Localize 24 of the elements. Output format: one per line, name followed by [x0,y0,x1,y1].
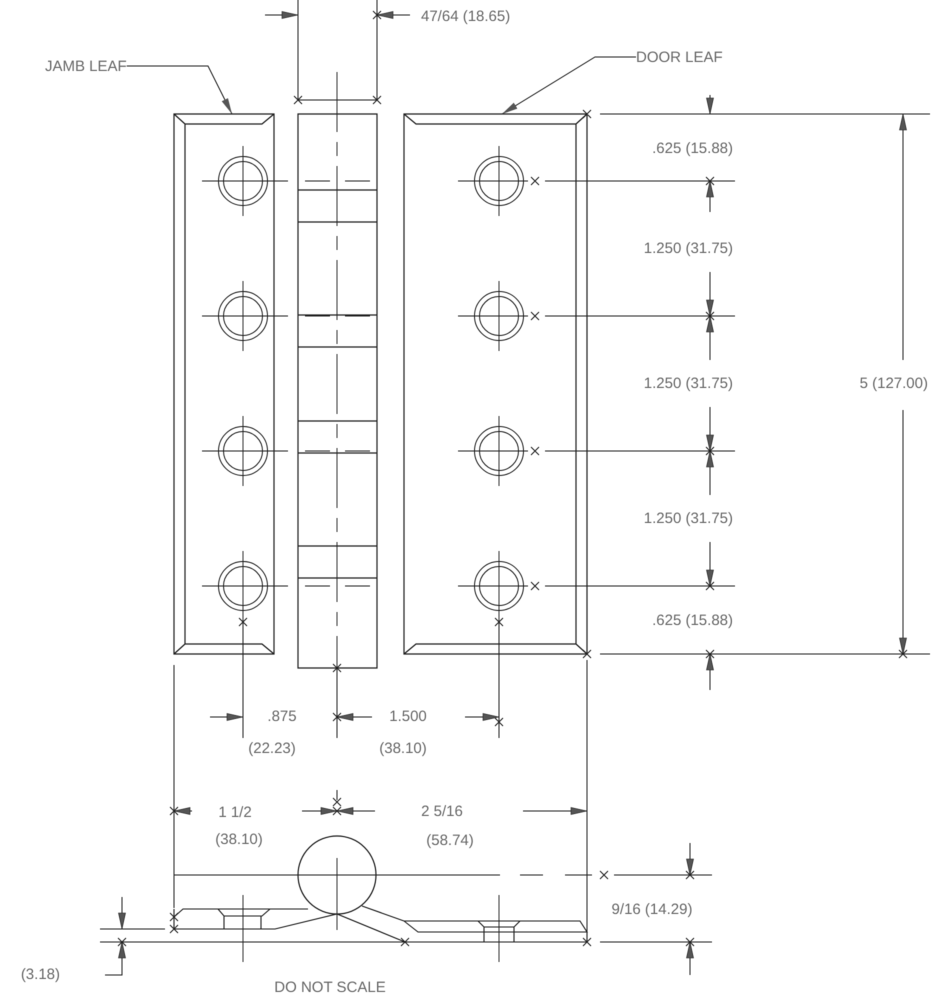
note-text: DO NOT SCALE [274,979,386,997]
part-label: DOOR LEAF [636,49,723,67]
dimension-text: (38.10) [379,740,427,758]
dimension-text: 2 5/16 [421,803,463,821]
dimension-text: 1.500 [389,708,427,726]
dimension-text: 5 (127.00) [860,375,928,393]
dimension-text: (3.18) [20,966,60,984]
dimension-text: 1 1/2 [218,804,252,822]
dimension-text: 1.250 (31.75) [644,510,733,528]
hinge-leaf [403,113,588,655]
hinge-leaf [173,113,275,655]
dimension-text: 1.250 (31.75) [644,375,733,393]
leader-line [126,66,232,114]
dimension-text: 47/64 (18.65) [421,8,510,26]
dimension-text: (22.23) [248,740,296,758]
dimension-text: (58.74) [426,832,474,850]
part-label: JAMB LEAF [45,58,127,76]
dimension-text: .625 (15.88) [652,612,733,630]
leader-line [502,56,636,114]
dimension-text: 9/16 (14.29) [612,901,692,919]
dimension-text: 1.250 (31.75) [644,240,733,258]
dimension-text: .625 (15.88) [652,140,733,158]
dimension-text: (38.10) [215,831,263,849]
dimension-text: .875 [267,708,297,726]
